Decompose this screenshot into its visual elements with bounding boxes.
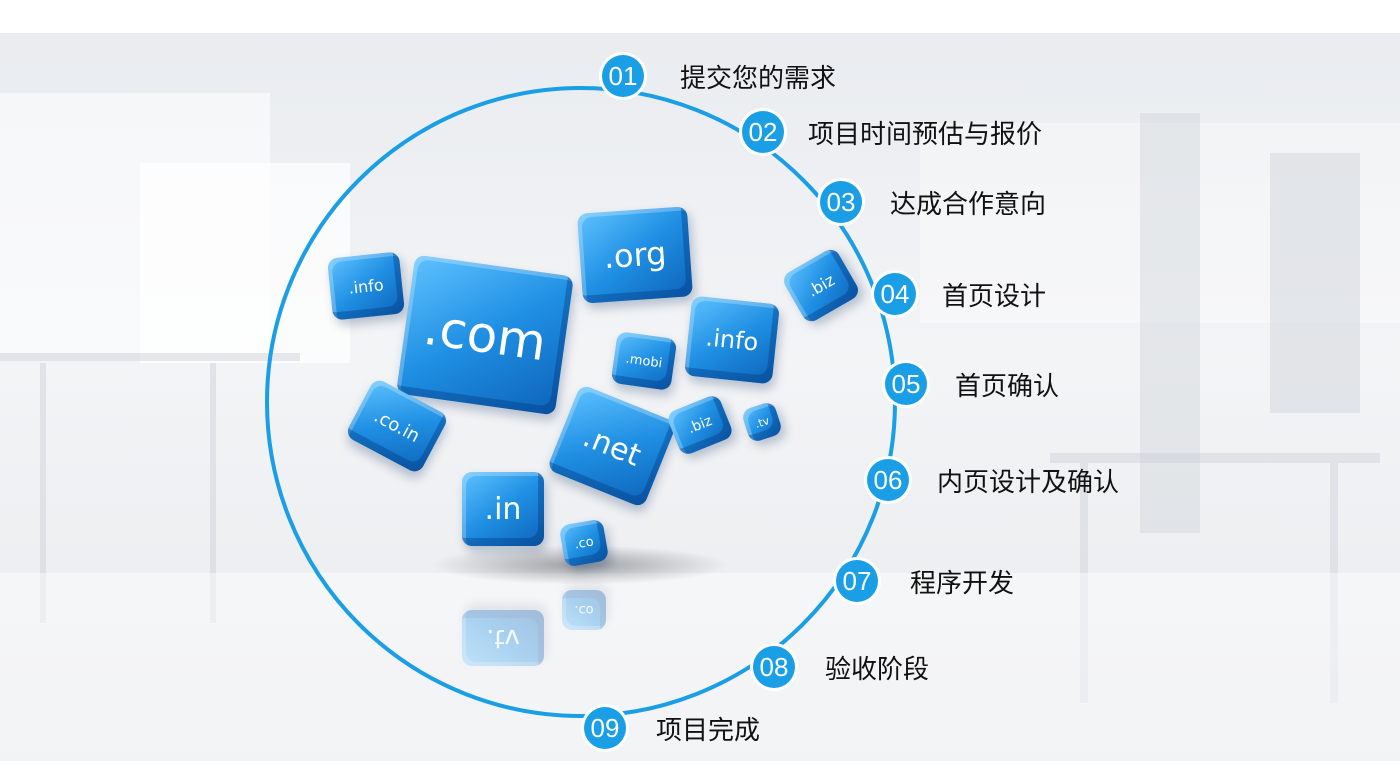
domain-label-info: .info	[347, 274, 385, 298]
step-07: 07 程序开发	[836, 560, 1014, 602]
step-label: 项目时间预估与报价	[808, 119, 1043, 150]
step-02: 02 项目时间预估与报价	[742, 111, 1042, 153]
step-number: 07	[836, 560, 878, 602]
domain-cube-co-reflection: .co	[562, 590, 606, 630]
domain-label-org: .org	[602, 233, 668, 277]
domain-cube-com: .com	[396, 254, 574, 416]
domain-label-tv: .tv	[753, 413, 771, 431]
domain-label-com: .com	[420, 297, 550, 373]
step-number: 03	[820, 181, 862, 223]
step-number: 09	[584, 707, 626, 749]
step-label: 首页确认	[955, 371, 1060, 402]
domain-cube-org: .org	[576, 206, 694, 304]
domain-label-info-2: .info	[704, 323, 760, 357]
step-label: 提交您的需求	[680, 63, 837, 94]
domain-label-biz: .biz	[804, 270, 838, 301]
interior-background	[0, 33, 1400, 761]
step-09: 09 项目完成	[584, 707, 760, 749]
domain-cube-mobi: .mobi	[610, 331, 678, 391]
step-label: 验收阶段	[825, 654, 930, 685]
step-03: 03 达成合作意向	[820, 181, 1046, 223]
domain-cube-info: .info	[326, 251, 406, 321]
domain-label-mobi: .mobi	[624, 351, 664, 371]
domain-label-co-reflection: .co	[574, 602, 594, 618]
domain-cube-tv-reflection: .tv	[462, 610, 544, 666]
domain-cube-in: .in	[462, 472, 544, 546]
step-number: 02	[742, 111, 784, 153]
domain-label-coin: .co.in	[370, 405, 424, 447]
step-08: 08 验收阶段	[753, 646, 929, 688]
step-label: 项目完成	[656, 715, 761, 746]
step-01: 01 提交您的需求	[602, 55, 836, 97]
domain-cube-info-2: .info	[684, 295, 780, 385]
step-number: 08	[753, 646, 795, 688]
domain-label-in: .in	[484, 491, 522, 527]
step-number: 04	[874, 273, 916, 315]
domain-label-tv-reflection: .tv	[486, 623, 520, 653]
step-label: 程序开发	[910, 568, 1015, 599]
domain-cube-co: .co	[558, 518, 610, 568]
step-06: 06 内页设计及确认	[867, 459, 1119, 501]
step-05: 05 首页确认	[885, 363, 1059, 405]
step-number: 05	[885, 363, 927, 405]
step-label: 内页设计及确认	[937, 467, 1120, 498]
step-number: 01	[602, 55, 644, 97]
step-label: 达成合作意向	[890, 189, 1047, 220]
domain-label-net: .net	[578, 418, 646, 474]
step-label: 首页设计	[942, 281, 1047, 312]
step-04: 04 首页设计	[874, 273, 1046, 315]
step-number: 06	[867, 459, 909, 501]
domain-label-biz-2: .biz	[685, 412, 715, 438]
domain-label-co: .co	[573, 533, 595, 553]
